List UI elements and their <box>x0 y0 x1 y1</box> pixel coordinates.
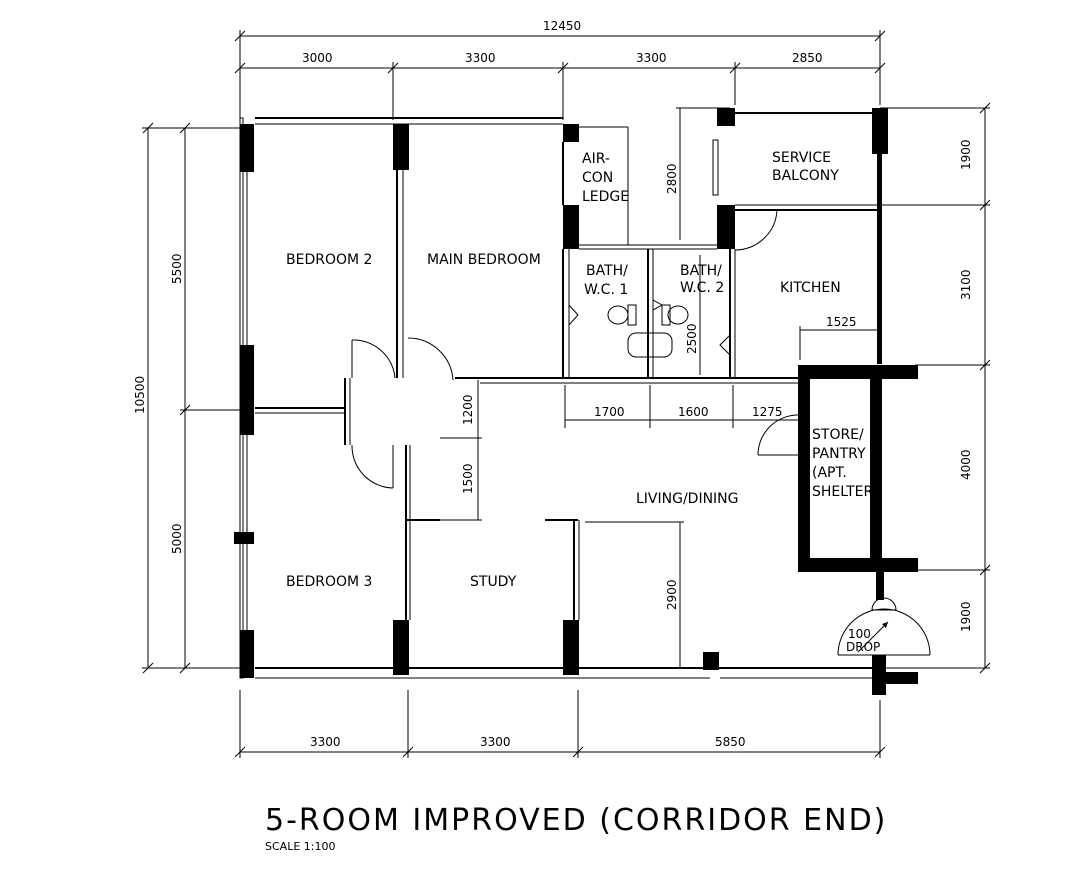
label-living-dining: LIVING/DINING <box>636 491 739 507</box>
dim-top-4: 2850 <box>792 51 823 65</box>
dim-left-2: 5000 <box>170 523 184 554</box>
dim-1200: 1200 <box>461 394 475 425</box>
dim-top-3: 3300 <box>636 51 667 65</box>
label-store-2: PANTRY <box>812 446 866 462</box>
dim-bottom-1: 3300 <box>310 735 341 749</box>
dim-2800: 2800 <box>665 163 679 194</box>
label-bedroom-3: BEDROOM 3 <box>286 574 372 590</box>
doors <box>351 209 931 656</box>
dimension-lines <box>142 30 991 758</box>
dim-1700: 1700 <box>594 405 625 419</box>
room-labels: BEDROOM 2 MAIN BEDROOM AIR- CON LEDGE BA… <box>286 150 880 654</box>
label-store-4: SHELTER) <box>812 484 879 500</box>
walls <box>234 107 918 695</box>
label-bath-1-line1: BATH/ <box>586 263 628 279</box>
label-bath-1-line2: W.C. 1 <box>584 282 628 298</box>
dim-1275: 1275 <box>752 405 783 419</box>
dim-1500: 1500 <box>461 463 475 494</box>
label-aircon-ledge-3: LEDGE <box>582 189 629 205</box>
dim-2500: 2500 <box>685 323 699 354</box>
dim-right-1: 1900 <box>959 139 973 170</box>
label-bath-2-line2: W.C. 2 <box>680 280 724 296</box>
dim-bottom-3: 5850 <box>715 735 746 749</box>
label-store-3: (APT. <box>812 465 847 481</box>
label-main-bedroom: MAIN BEDROOM <box>427 252 541 268</box>
bath-fixtures <box>568 299 731 358</box>
dim-left-1: 5500 <box>170 253 184 284</box>
dim-top-1: 3000 <box>302 51 333 65</box>
dim-bottom-2: 3300 <box>480 735 511 749</box>
dim-2900: 2900 <box>665 579 679 610</box>
label-study: STUDY <box>470 574 517 590</box>
dim-1525: 1525 <box>826 315 857 329</box>
label-service-balcony-2: BALCONY <box>772 168 839 184</box>
dim-right-3: 4000 <box>959 449 973 480</box>
label-aircon-ledge-1: AIR- <box>582 151 610 167</box>
dim-overall-top: 12450 <box>543 19 581 33</box>
label-kitchen: KITCHEN <box>780 280 841 296</box>
label-bath-2-line1: BATH/ <box>680 263 722 279</box>
label-aircon-ledge-2: CON <box>582 170 613 186</box>
label-service-balcony-1: SERVICE <box>772 150 831 166</box>
dim-right-4: 1900 <box>959 601 973 632</box>
label-store-1: STORE/ <box>812 427 864 443</box>
dimension-texts: 12450 3000 3300 3300 2850 3300 3300 5850… <box>133 19 973 749</box>
scale-label: SCALE 1:100 <box>265 840 335 853</box>
label-drop-2: DROP <box>846 640 880 654</box>
label-drop-1: 100 <box>848 627 871 641</box>
dim-right-2: 3100 <box>959 269 973 300</box>
dim-1600: 1600 <box>678 405 709 419</box>
dim-left-overall: 10500 <box>133 376 147 414</box>
label-bedroom-2: BEDROOM 2 <box>286 252 372 268</box>
dim-top-2: 3300 <box>465 51 496 65</box>
plan-title: 5-ROOM IMPROVED (CORRIDOR END) <box>265 803 887 838</box>
